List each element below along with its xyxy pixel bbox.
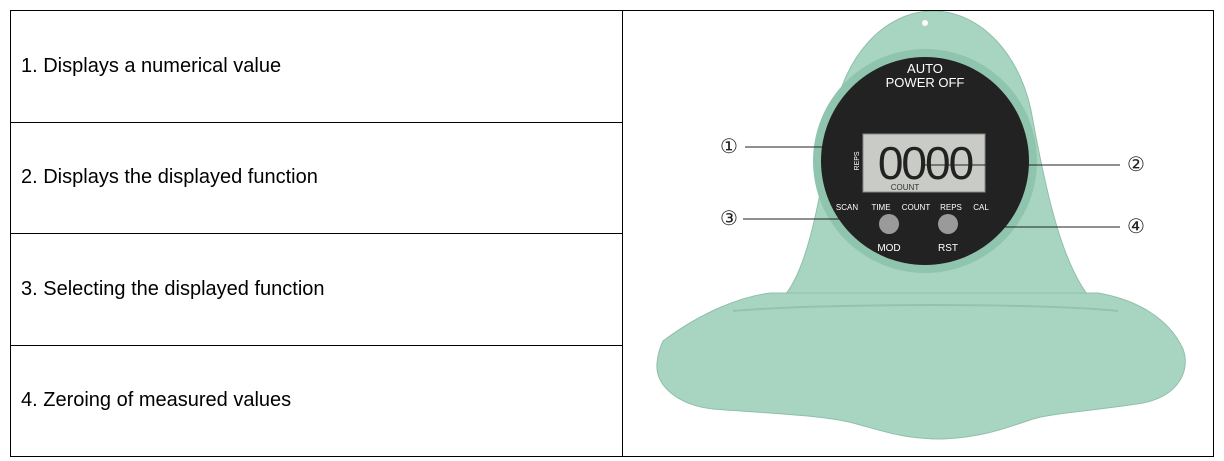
mode-label-count: COUNT	[902, 203, 931, 212]
auto-label: AUTO	[907, 61, 943, 76]
lcd-screen	[862, 133, 986, 193]
callout-number-3: ③	[720, 208, 738, 230]
lcd-mode-label: COUNT	[891, 183, 920, 192]
mod-button[interactable]	[879, 214, 899, 234]
mode-label-cal: CAL	[973, 203, 989, 212]
description-row-4: 4. Zeroing of measured values	[11, 346, 622, 457]
mode-labels: SCAN TIME COUNT REPS CAL	[836, 203, 989, 212]
description-table: 1. Displays a numerical value 2. Display…	[10, 10, 1214, 457]
lcd-value: 0000	[878, 137, 973, 189]
rst-button[interactable]	[938, 214, 958, 234]
rst-button-label: RST	[938, 243, 958, 254]
row-text: 4. Zeroing of measured values	[21, 389, 292, 412]
top-hole	[922, 20, 928, 26]
lcd-side-label: REPS	[854, 151, 861, 170]
row-text: 2. Displays the displayed function	[21, 166, 318, 189]
callout-number-2: ②	[1127, 154, 1145, 176]
mode-label-time: TIME	[871, 203, 890, 212]
base-seam	[732, 304, 1119, 312]
mode-label-reps: REPS	[940, 203, 962, 212]
mod-button-label: MOD	[877, 243, 900, 254]
mode-label-scan: SCAN	[836, 203, 858, 212]
description-row-3: 3. Selecting the displayed function	[11, 234, 622, 346]
description-column: 1. Displays a numerical value 2. Display…	[11, 11, 623, 456]
device-illustration: AUTO POWER OFF REPS 0000 COUNT SCAN TIME…	[656, 10, 1186, 440]
description-row-2: 2. Displays the displayed function	[11, 123, 622, 234]
row-text: 3. Selecting the displayed function	[21, 277, 325, 300]
callout-number-1: ①	[720, 136, 738, 158]
power-off-label: POWER OFF	[886, 75, 965, 90]
description-row-1: 1. Displays a numerical value	[11, 11, 622, 123]
device-illustration-cell: AUTO POWER OFF REPS 0000 COUNT SCAN TIME…	[623, 10, 1213, 456]
device-base	[656, 292, 1186, 440]
row-text: 1. Displays a numerical value	[21, 54, 282, 77]
callout-number-4: ④	[1127, 216, 1145, 238]
